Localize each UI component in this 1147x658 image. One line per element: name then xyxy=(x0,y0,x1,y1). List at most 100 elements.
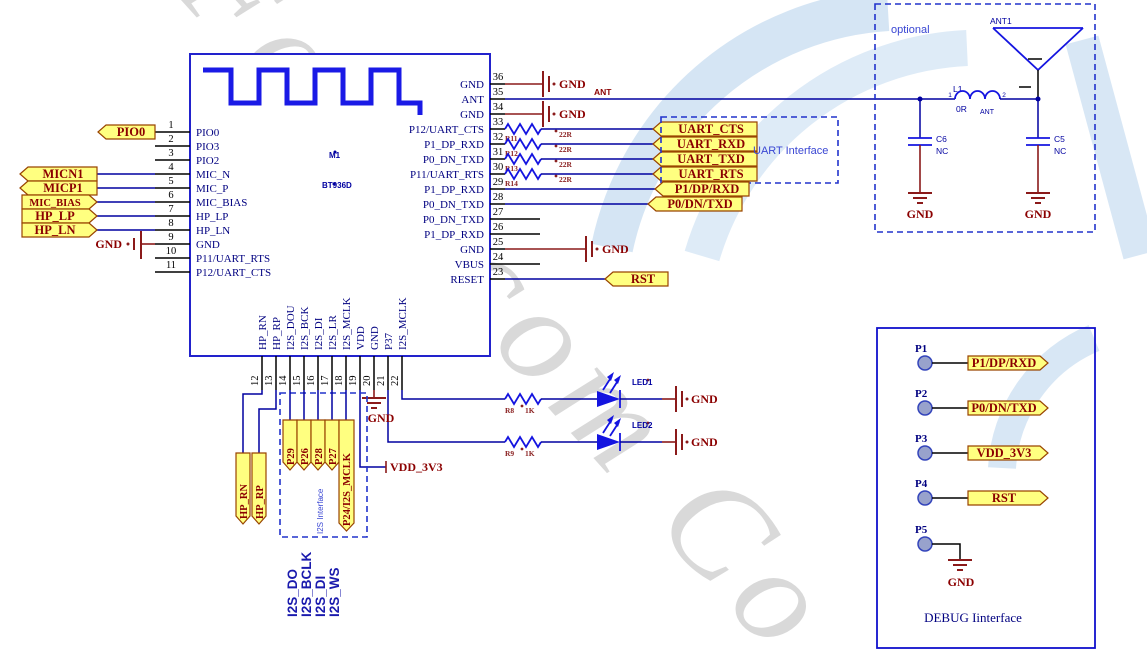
resistor-value: 1K xyxy=(525,449,535,458)
pin-name: HP_RP xyxy=(271,317,283,350)
hp-label: HP_RN xyxy=(235,452,251,525)
resistor-symbol xyxy=(504,122,542,136)
net-label-vertical xyxy=(282,419,298,471)
debug-pin-ref: P3 xyxy=(915,433,928,445)
bottom-pin-col: 16 I2S_DI xyxy=(306,317,325,390)
net-label-uart-text: UART_RXD xyxy=(677,137,745,151)
i2s-signal-group: I2S_DO I2S_BCLK I2S_DI I2S_WS xyxy=(285,551,342,617)
uart-row: R13 22R UART_TXD xyxy=(504,151,758,173)
led-row: R9 1K LED2 xyxy=(504,415,718,458)
left-pin-row: 9 GND xyxy=(155,232,220,251)
pin-name: P37 xyxy=(383,332,395,350)
pin-number: 15 xyxy=(292,376,303,387)
resistor-ref: R12 xyxy=(505,149,518,158)
capacitor-c5: C5 NC GND xyxy=(1025,99,1066,221)
pin-name: P0_DN_TXD xyxy=(423,214,484,226)
ant-net-text: ANT xyxy=(594,87,612,97)
gnd-text: GND xyxy=(691,435,718,449)
led-origin-dot xyxy=(646,378,650,382)
resistor-value: 22R xyxy=(559,145,573,154)
pin-name: I2S_LR xyxy=(327,315,339,351)
pin-name: PIO3 xyxy=(196,141,220,153)
gnd-text: GND xyxy=(602,242,629,256)
value-dot xyxy=(554,174,558,178)
debug-pin-row: P2 P0/DN/TXD xyxy=(915,388,1049,416)
pin-number: 33 xyxy=(493,117,504,128)
resistor-value: 22R xyxy=(559,175,573,184)
net-label-debug xyxy=(967,445,1049,461)
debug-pin-ref: P5 xyxy=(915,524,928,536)
net-label-vertical-text: P28 xyxy=(314,448,325,465)
part-origin-dot xyxy=(332,182,336,186)
pin-name: P1_DP_RXD xyxy=(424,229,484,241)
pin-number: 19 xyxy=(348,376,359,387)
pin-number: 27 xyxy=(493,207,504,218)
pin-name: P1_DP_RXD xyxy=(424,139,484,151)
i2s-port-group: P29 P26 P28 P27 xyxy=(282,390,340,471)
i2s-port: P28 xyxy=(310,390,326,471)
debug-title: DEBUG Iinterface xyxy=(924,610,1022,625)
antenna-ref: ANT1 xyxy=(990,16,1012,26)
gnd-text: GND xyxy=(368,411,395,425)
debug-pin-group: P1 P1/DP/RXD P2 P0/DN/TXD P3 VDD_ xyxy=(915,343,1049,506)
debug-pin-row: P4 RST xyxy=(915,478,1049,506)
optional-box xyxy=(874,3,1096,233)
pin-number: 28 xyxy=(493,192,504,203)
pin-name: GND xyxy=(460,109,484,121)
i2s-signal: I2S_DO xyxy=(285,569,300,617)
right-pin-row: 33 P12/UART_CTS xyxy=(409,117,505,136)
value-dot xyxy=(554,159,558,163)
right-pin-row: 27 P0_DN_TXD xyxy=(423,207,505,226)
module-part-number: BT936D xyxy=(322,181,352,190)
pin-name: VDD xyxy=(355,326,367,350)
resistor-symbol xyxy=(504,137,542,151)
net-label-uart xyxy=(652,151,758,167)
right-pin-row: 30 P11/UART_RTS xyxy=(410,162,505,181)
wire-hp-rp xyxy=(258,390,277,453)
module-designator: M1 xyxy=(329,151,341,160)
bottom-pin-col: 21 P37 xyxy=(376,332,395,390)
left-pin-row: 10 P11/UART_RTS xyxy=(155,246,270,265)
connector-pin xyxy=(917,536,933,552)
pin-number: 8 xyxy=(168,218,173,229)
pin-number: 31 xyxy=(493,147,504,158)
ground-symbol-pin20 xyxy=(361,397,387,409)
i2s-signal-text: I2S_BCLK xyxy=(299,551,314,617)
bottom-pin-col-group: 12 HP_RN 13 HP_RP 14 I2S_DOU 15 I2S_BCK xyxy=(250,297,409,390)
debug-pin-ref: P2 xyxy=(915,388,928,400)
uart-row: R11 22R UART_CTS xyxy=(504,121,758,143)
value-dot xyxy=(520,404,524,408)
inductor-value: 0R xyxy=(956,104,967,114)
pin-number: 32 xyxy=(493,132,504,143)
pin-number: 9 xyxy=(168,232,173,243)
net-label-vertical xyxy=(296,419,312,471)
pin-name: I2S_BCK xyxy=(299,307,311,350)
gnd-text: GND xyxy=(691,392,718,406)
debug-pin-ref: P4 xyxy=(915,478,928,490)
pin-number: 17 xyxy=(320,376,331,387)
antenna-meander-icon xyxy=(203,67,423,115)
headphone-section: HP_RN HP_RP xyxy=(235,390,277,525)
resistor-ref: R14 xyxy=(505,179,518,188)
net-label-debug-text: P1/DP/RXD xyxy=(972,356,1037,370)
right-pin-row: 29 P1_DP_RXD xyxy=(424,177,505,196)
right-pin-row: 25 GND xyxy=(460,237,505,256)
right-pin-row: 28 P0_DN_TXD xyxy=(423,192,505,211)
pin-name: GND xyxy=(369,326,381,350)
resistor-ref: R9 xyxy=(505,449,514,458)
left-pin-row: 4 MIC_N xyxy=(155,162,230,181)
pin-name: P0_DN_TXD xyxy=(423,154,484,166)
net-label-vertical-text: HP_RP xyxy=(255,485,266,519)
inductor-net: ANT xyxy=(980,109,995,116)
wire-hp-rn xyxy=(242,390,263,453)
vdd-wire xyxy=(359,390,386,468)
right-pin-row: 36 GND xyxy=(460,72,505,91)
cap-value: NC xyxy=(1054,146,1066,156)
i2s-signal: I2S_WS xyxy=(327,567,342,617)
pin-number: 13 xyxy=(264,376,275,387)
pin-number: 7 xyxy=(168,204,173,215)
resistor-value: 22R xyxy=(559,160,573,169)
pin-name: P0_DN_TXD xyxy=(423,199,484,211)
debug-interface-section: P1 P1/DP/RXD P2 P0/DN/TXD P3 VDD_ xyxy=(876,327,1096,649)
